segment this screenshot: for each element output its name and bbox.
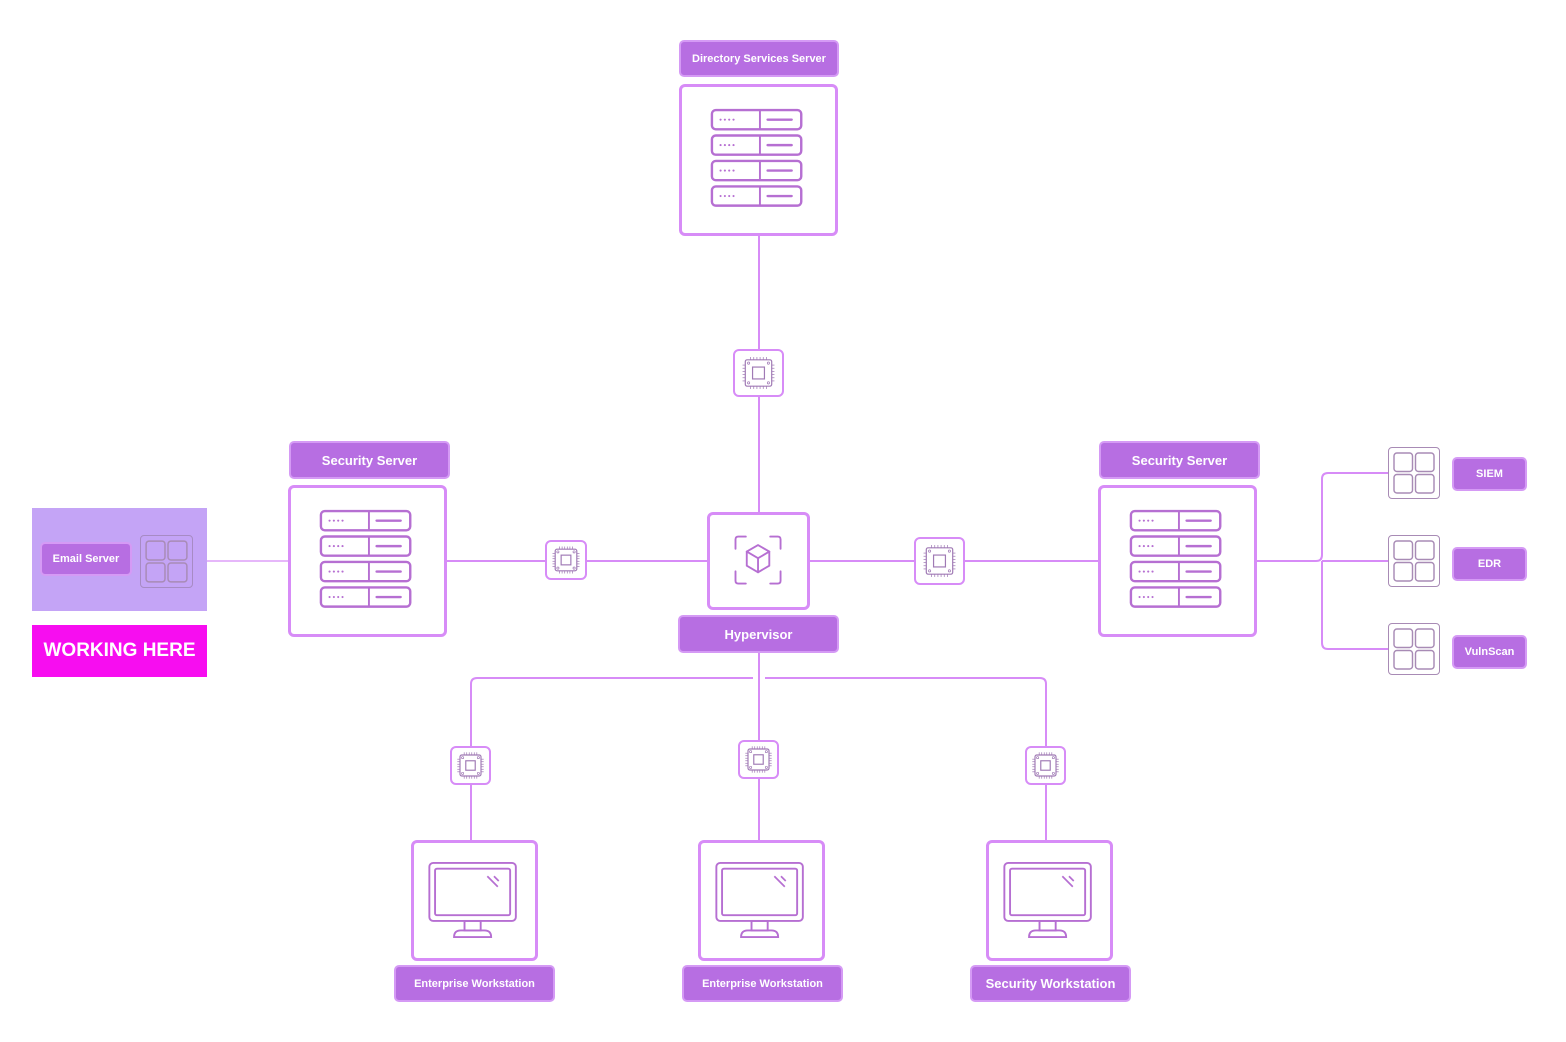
- monitor-icon: [715, 862, 804, 939]
- security-server-left-label: Security Server: [289, 441, 450, 479]
- cpu-chip-icon: [1032, 752, 1059, 779]
- server-rack-icon: [1129, 509, 1222, 608]
- cpu-chip-icon: [457, 752, 484, 779]
- monitor-icon: [428, 862, 517, 939]
- workstation-2-node[interactable]: [698, 840, 825, 961]
- siem-label: SIEM: [1452, 457, 1527, 491]
- edr-node[interactable]: [1388, 535, 1440, 587]
- cpu-chip-icon: [742, 357, 775, 389]
- connector-chip-ws1[interactable]: [450, 746, 491, 785]
- edr-label: EDR: [1452, 547, 1527, 581]
- vulnscan-node[interactable]: [1388, 623, 1440, 675]
- vulnscan-label: VulnScan: [1452, 635, 1527, 669]
- connector-chip-directory[interactable]: [733, 349, 784, 397]
- siem-node[interactable]: [1388, 447, 1440, 499]
- security-server-left-node[interactable]: [288, 485, 447, 637]
- server-rack-icon: [710, 108, 803, 207]
- email-server-node[interactable]: [140, 535, 193, 588]
- monitor-icon: [1003, 862, 1092, 939]
- server-rack-icon: [319, 509, 412, 608]
- working-here-badge: WORKING HERE: [32, 625, 207, 677]
- connector-chip-right[interactable]: [914, 537, 965, 585]
- workstation-1-node[interactable]: [411, 840, 538, 961]
- wire-security-right-tools: [1257, 472, 1388, 650]
- cpu-chip-icon: [923, 545, 956, 577]
- workstation-2-label: Enterprise Workstation: [682, 965, 843, 1002]
- hypervisor-node[interactable]: [707, 512, 810, 610]
- email-server-label[interactable]: Email Server: [40, 542, 132, 576]
- connector-chip-left[interactable]: [545, 540, 587, 580]
- hypervisor-label: Hypervisor: [678, 615, 839, 653]
- app-grid-icon: [1393, 628, 1435, 670]
- cpu-chip-icon: [745, 746, 772, 773]
- wire-bus-right: [765, 677, 1047, 841]
- directory-server-label: Directory Services Server: [679, 40, 839, 77]
- app-grid-icon: [145, 540, 188, 583]
- workstation-3-label: Security Workstation: [970, 965, 1131, 1002]
- app-grid-icon: [1393, 540, 1435, 582]
- email-server-highlight-panel: Email Server: [32, 508, 207, 611]
- cube-scan-icon: [734, 535, 782, 585]
- app-grid-icon: [1393, 452, 1435, 494]
- directory-server-node[interactable]: [679, 84, 838, 236]
- connector-chip-ws2[interactable]: [738, 740, 779, 779]
- security-server-right-label: Security Server: [1099, 441, 1260, 479]
- workstation-3-node[interactable]: [986, 840, 1113, 961]
- connector-chip-ws3[interactable]: [1025, 746, 1066, 785]
- workstation-1-label: Enterprise Workstation: [394, 965, 555, 1002]
- wire-bus-left: [470, 677, 753, 841]
- security-server-right-node[interactable]: [1098, 485, 1257, 637]
- cpu-chip-icon: [552, 546, 580, 574]
